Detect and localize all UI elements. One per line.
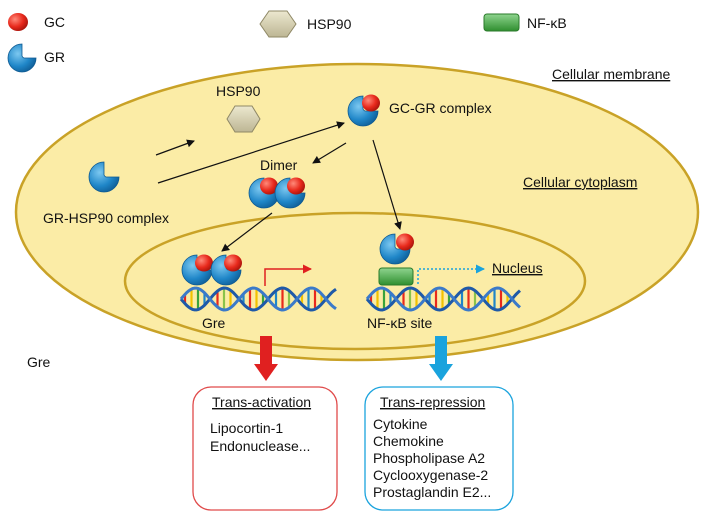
gr-hsp90-complex-label: GR-HSP90 complex (43, 210, 169, 226)
legend-hsp90-icon (259, 10, 297, 38)
legend-nfkb-icon (483, 13, 520, 32)
trans-repression-item: Cyclooxygenase-2 (373, 467, 488, 483)
dna-strand (365, 286, 522, 312)
trans-repression-item: Prostaglandin E2... (373, 484, 491, 500)
dimer-label: Dimer (260, 157, 298, 173)
legend: GC GR HSP90 NF-κB (7, 10, 567, 73)
trans-activation-arrow (254, 336, 278, 381)
cellular-membrane-label: Cellular membrane (552, 66, 670, 82)
arrow-dimer-to-gre (221, 212, 273, 252)
trans-activation-box: Trans-activation Lipocortin-1 Endonuclea… (192, 386, 338, 511)
dna-strand (365, 286, 522, 312)
dna-strand (179, 286, 337, 312)
trans-activation-item: Endonuclease... (210, 438, 310, 454)
dna-nfkb-helix (365, 286, 522, 312)
cellular-cytoplasm-label: Cellular cytoplasm (523, 174, 637, 190)
gr-hsp90-complex-icon (88, 161, 120, 193)
nucleus-label: Nucleus (492, 260, 543, 276)
trans-repression-item: Phospholipase A2 (373, 450, 485, 466)
trans-activation-item: Lipocortin-1 (210, 420, 283, 436)
legend-hsp90-label: HSP90 (307, 16, 352, 32)
trans-repression-arrow (429, 336, 453, 381)
arrow-gr-to-hsp90 (155, 139, 195, 156)
legend-gc-icon (8, 13, 28, 31)
dimer-icon (248, 177, 306, 209)
nfkb-site-icon (378, 267, 414, 286)
hsp90-label: HSP90 (216, 83, 261, 99)
trans-activation-title: Trans-activation (212, 394, 311, 410)
gre-outside-label: Gre (27, 354, 51, 370)
gc-gr-on-nfkb-icon (379, 233, 414, 265)
gre-dna-label: Gre (202, 315, 226, 331)
legend-gr-label: GR (44, 49, 65, 65)
arrow-gr-to-gc-gr-complex (157, 121, 345, 184)
trans-repression-box: Trans-repression Cytokine Chemokine Phos… (364, 386, 514, 511)
gc-gr-complex-label: GC-GR complex (389, 100, 492, 116)
pathway-arrows (155, 121, 402, 252)
transcription-repression-arrow (417, 264, 485, 284)
arrow-gc-gr-to-dimer (312, 142, 347, 164)
gc-gr-complex-icon (347, 94, 380, 127)
trans-repression-title: Trans-repression (380, 394, 485, 410)
trans-repression-item: Cytokine (373, 416, 428, 432)
legend-gc-label: GC (44, 14, 65, 30)
gre-dimer-icon (181, 254, 242, 286)
trans-repression-item: Chemokine (373, 433, 444, 449)
hsp90-icon (226, 105, 261, 133)
legend-nfkb-label: NF-κB (527, 15, 567, 31)
arrow-gc-gr-to-nucleus (372, 139, 402, 230)
transcription-activation-arrow (264, 264, 312, 286)
nfkb-site-label: NF-κB site (367, 315, 433, 331)
dna-strand (179, 286, 337, 312)
legend-gr-icon (7, 43, 37, 73)
dna-gre-helix (179, 286, 337, 312)
nucleus-shape (123, 211, 587, 351)
